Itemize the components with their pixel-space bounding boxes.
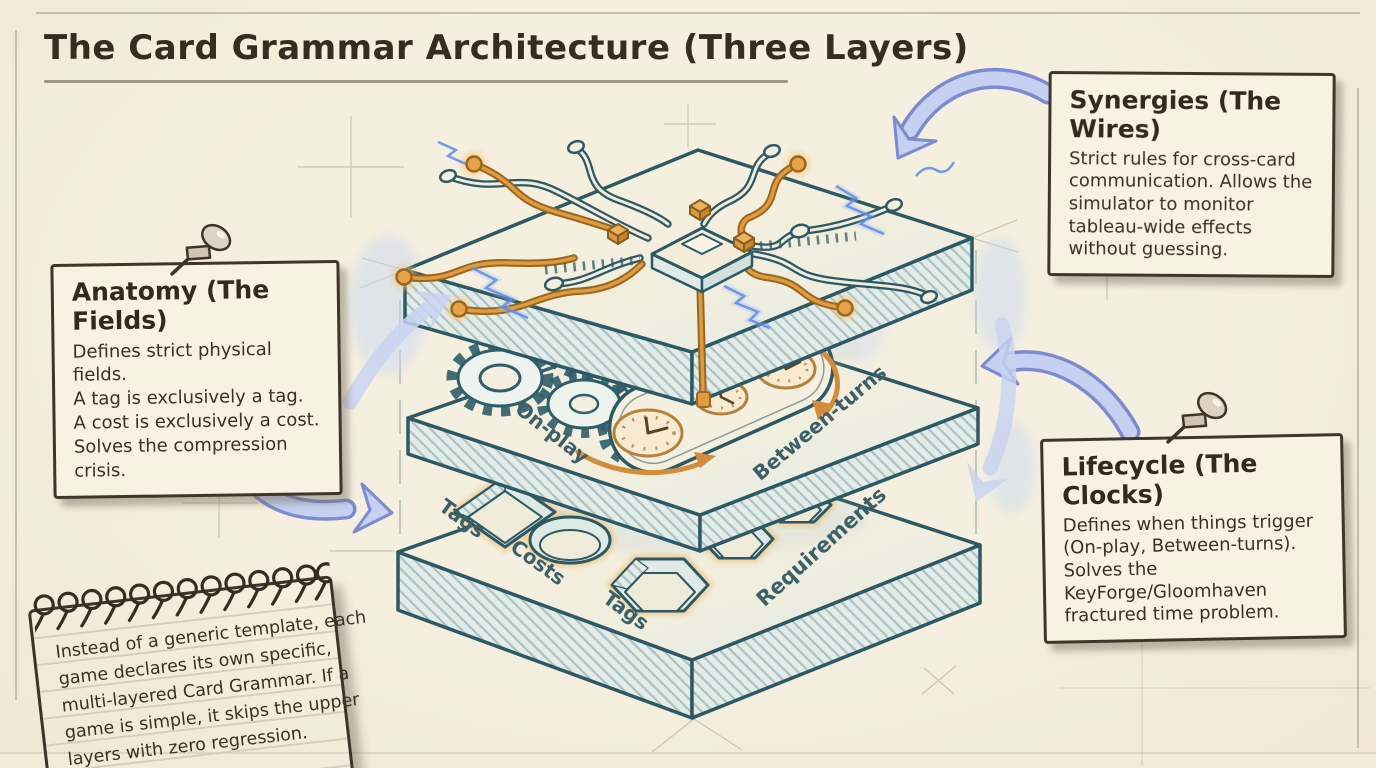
alignment-guides <box>399 250 977 560</box>
callout-anatomy-line: Solves the compression crisis. <box>73 433 288 482</box>
arrow-synergies-to-top-layer <box>892 68 1059 160</box>
callout-synergies-title: Synergies (The Wires) <box>1069 85 1282 144</box>
callout-anatomy: Anatomy (The Fields) Defines strict phys… <box>50 259 343 500</box>
arrow-soft-up <box>342 291 452 410</box>
hexagon-slot-large <box>610 557 710 613</box>
connector-cubes <box>607 199 755 253</box>
wire-terminals <box>439 139 938 305</box>
callout-anatomy-line: A cost is exclusively a cost. <box>73 409 320 435</box>
gear <box>446 339 554 417</box>
clock-face <box>612 408 684 458</box>
title-underline <box>44 80 788 83</box>
callout-synergies: Synergies (The Wires) Strict rules for c… <box>1047 71 1336 278</box>
rotation-arrows-orange <box>575 347 840 476</box>
orange-terminal-balls <box>395 155 854 318</box>
spiral-rings-icon <box>32 562 335 633</box>
callout-lifecycle-body: Defines when things trigger (On-play, Be… <box>1062 510 1314 627</box>
lightning-bolts <box>437 140 1105 332</box>
callout-synergies-body: Strict rules for cross-card communicatio… <box>1068 147 1313 261</box>
callout-anatomy-line: Defines strict physical fields. <box>72 338 272 387</box>
page-title: The Card Grammar Architecture (Three Lay… <box>44 28 969 68</box>
arrow-soft-down <box>967 317 1017 502</box>
callout-lifecycle-title: Lifecycle (The Clocks) <box>1061 448 1258 511</box>
page-frame-lines <box>15 12 1360 748</box>
callout-anatomy-line: A tag is exclusively a tag. <box>73 385 304 411</box>
circle-slot <box>528 515 612 565</box>
chip-platform <box>544 226 857 294</box>
spiral-notebook-note: Instead of a generic template, each game… <box>27 562 367 768</box>
callout-anatomy-title: Anatomy (The Fields) <box>71 274 270 336</box>
callout-lifecycle: Lifecycle (The Clocks) Defines when thin… <box>1040 433 1347 644</box>
dangling-connector <box>696 391 711 408</box>
